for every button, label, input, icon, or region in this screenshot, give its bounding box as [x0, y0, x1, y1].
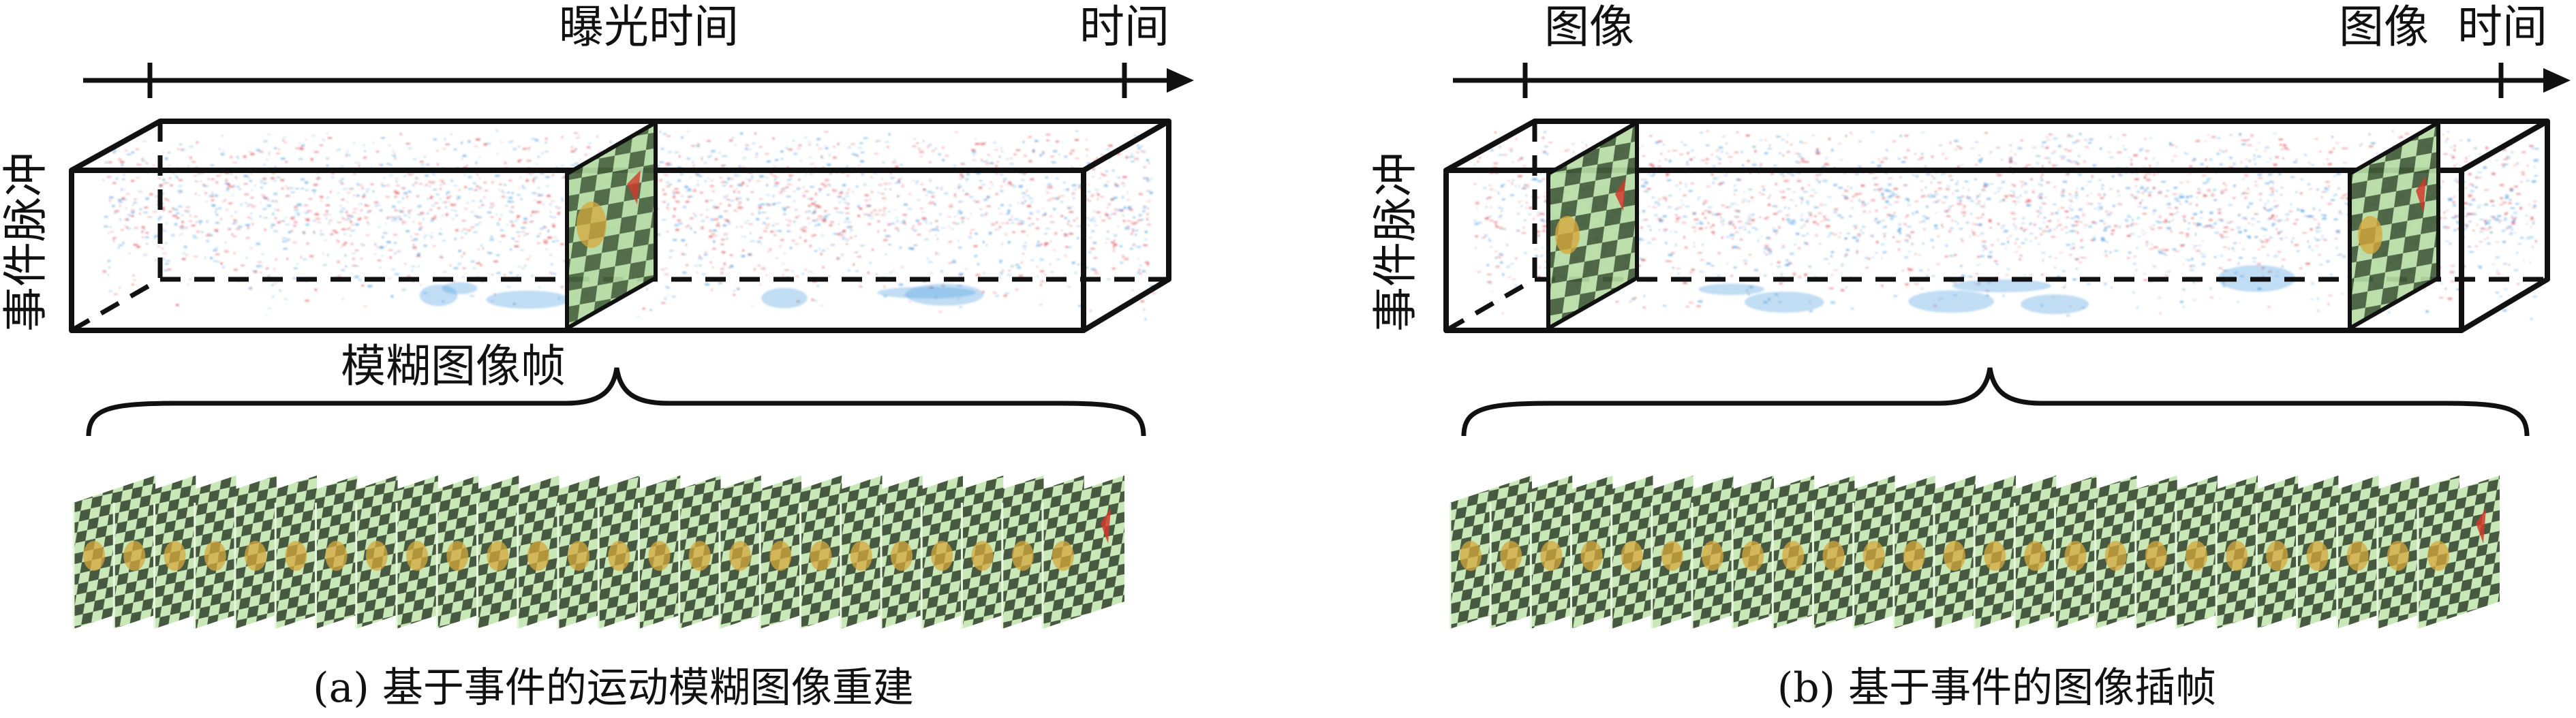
brace-a: [86, 367, 1146, 437]
image-frame-slice-start: [1546, 119, 1639, 332]
brace-b: [1461, 367, 2530, 437]
time-label-b: 时间: [2457, 1, 2547, 53]
event-volume-box-b: [1443, 119, 2550, 333]
sharp-a-frame: [1041, 475, 1124, 629]
time-axis-arrow-b: [2543, 68, 2571, 93]
sharp-frame-strip-a: [72, 475, 1124, 629]
image-frame-slice-end: [2348, 119, 2440, 332]
sharp-b-frame: [2417, 475, 2500, 629]
event-pulse-label-b: 事件脉冲: [1369, 152, 1422, 332]
caption-b: (b) 基于事件的图像插帧: [1777, 664, 2216, 712]
image-label-end: 图像: [2339, 1, 2429, 53]
panel-b: 图像 图像 时间 事件脉冲: [1369, 1, 2571, 712]
event-volume-box-a: [69, 119, 1171, 333]
time-label-a: 时间: [1079, 1, 1169, 53]
event-pulse-label-a: 事件脉冲: [0, 152, 52, 332]
blurry-frame-slice: [565, 119, 658, 332]
exposure-time-label: 曝光时间: [559, 1, 739, 53]
caption-a: (a) 基于事件的运动模糊图像重建: [313, 664, 914, 712]
blurry-frame-label: 模糊图像帧: [341, 340, 566, 392]
time-axis-arrow-a: [1167, 68, 1194, 93]
sharp-frame-strip-b: [1449, 475, 2500, 629]
image-label-start: 图像: [1544, 1, 1634, 53]
panel-a: 曝光时间 时间 事件脉冲 模糊图像帧: [0, 1, 1194, 712]
